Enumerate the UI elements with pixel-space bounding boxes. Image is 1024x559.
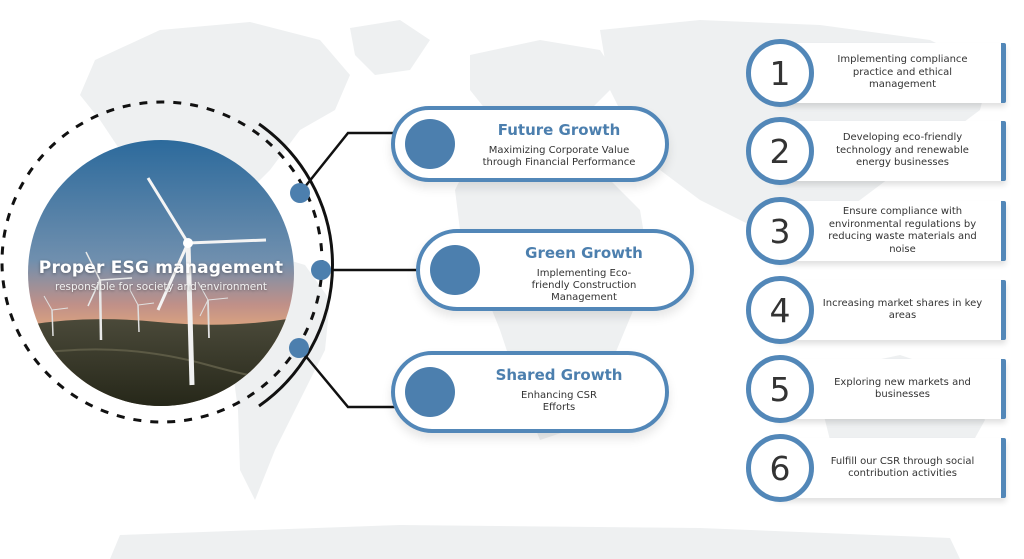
hero-title: Proper ESG management <box>38 258 284 278</box>
wind-turbine-small-icon <box>85 251 133 341</box>
pill-dot-icon <box>405 367 455 417</box>
node-future <box>290 183 310 203</box>
step-number: 3 <box>746 197 814 265</box>
step-card: Exploring new markets and businesses <box>776 359 1006 419</box>
node-shared <box>289 338 309 358</box>
pill-title: Shared Growth <box>495 366 623 384</box>
pill-dot-icon <box>405 119 455 169</box>
wind-turbine-landscape-image <box>28 140 294 406</box>
step-card: Increasing market shares in key areas <box>776 280 1006 340</box>
growth-pill-future: Future Growth Maximizing Corporate Value… <box>391 106 669 182</box>
growth-pill-shared: Shared Growth Enhancing CSR Efforts <box>391 351 669 433</box>
step-card: Implementing compliance practice and eth… <box>776 43 1006 103</box>
map-antarctica <box>110 525 960 559</box>
step-5: Exploring new markets and businesses 5 <box>746 355 1006 423</box>
wind-turbine-far-icon <box>43 281 229 339</box>
pill-description: Implementing Eco-friendly Construction M… <box>531 268 637 303</box>
pill-text: Shared Growth Enhancing CSR Efforts <box>461 366 657 414</box>
step-text: Fulfill our CSR through social contribut… <box>830 455 975 480</box>
pill-dot-icon <box>430 245 480 295</box>
connector-future <box>299 131 395 194</box>
step-number: 4 <box>746 276 814 344</box>
pill-title: Future Growth <box>497 121 621 139</box>
pill-description: Maximizing Corporate Value through Finan… <box>482 145 636 168</box>
hero-subtitle: responsible for society and environment <box>55 281 267 293</box>
map-greenland <box>350 20 430 75</box>
step-card: Ensure compliance with environmental reg… <box>776 201 1006 261</box>
pill-text: Future Growth Maximizing Corporate Value… <box>461 121 657 169</box>
wind-turbine-icon <box>146 177 267 386</box>
step-1: Implementing compliance practice and eth… <box>746 39 1006 107</box>
step-number: 6 <box>746 434 814 502</box>
pill-title: Green Growth <box>525 244 643 262</box>
step-6: Fulfill our CSR through social contribut… <box>746 434 1006 502</box>
growth-pill-green: Green Growth Implementing Eco-friendly C… <box>416 229 694 311</box>
step-number: 1 <box>746 39 814 107</box>
step-2: Developing eco-friendly technology and r… <box>746 117 1006 185</box>
step-3: Ensure compliance with environmental reg… <box>746 197 1006 265</box>
pill-text: Green Growth Implementing Eco-friendly C… <box>486 244 682 304</box>
step-text: Ensure compliance with environmental reg… <box>828 206 977 255</box>
step-card: Developing eco-friendly technology and r… <box>776 121 1006 181</box>
connector-shared <box>298 347 395 409</box>
step-text: Implementing compliance practice and eth… <box>837 54 968 91</box>
step-number: 5 <box>746 355 814 423</box>
step-4: Increasing market shares in key areas 4 <box>746 276 1006 344</box>
hero-image-circle: Proper ESG management responsible for so… <box>28 140 294 406</box>
step-text: Developing eco-friendly technology and r… <box>836 132 969 169</box>
step-card: Fulfill our CSR through social contribut… <box>776 438 1006 498</box>
step-number: 2 <box>746 117 814 185</box>
pill-description: Enhancing CSR Efforts <box>521 390 597 413</box>
node-green <box>311 260 331 280</box>
step-text: Exploring new markets and businesses <box>834 376 971 401</box>
hero-caption: Proper ESG management responsible for so… <box>28 258 294 293</box>
step-text: Increasing market shares in key areas <box>822 297 983 322</box>
